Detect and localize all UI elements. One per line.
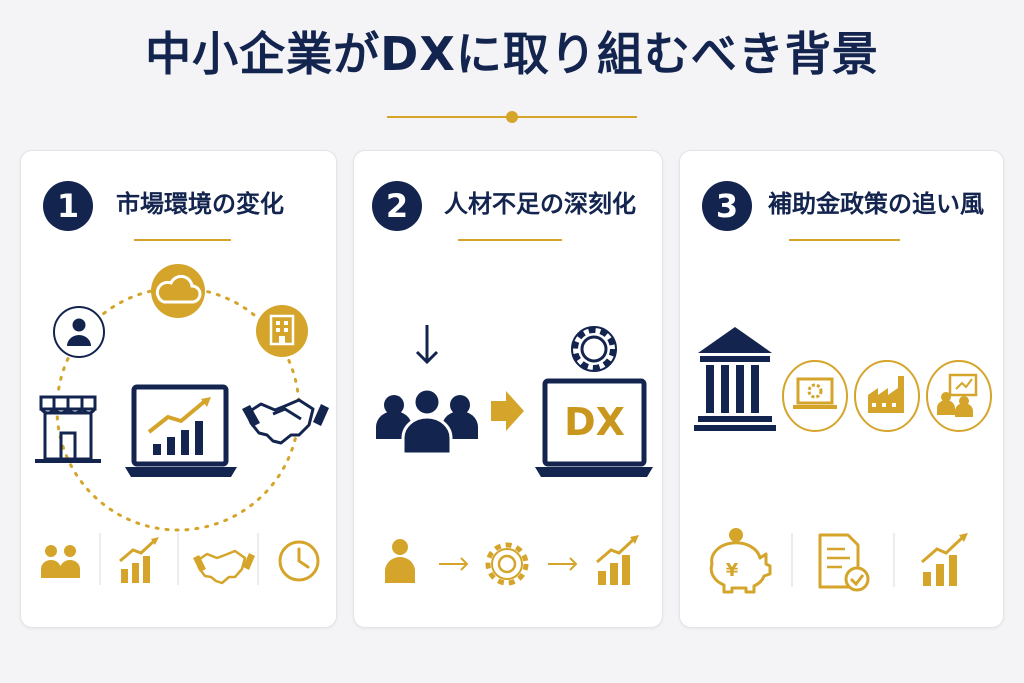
card-title: 市場環境の変化 (116, 190, 284, 218)
handshake-icon (242, 398, 329, 445)
down-arrow-icon (415, 325, 439, 365)
page-title: 中小企業がDXに取り組むべき背景 (145, 27, 879, 81)
card-title: 補助金政策の追い風 (768, 190, 984, 218)
right-arrow-icon (491, 391, 524, 431)
card-number: 2 (372, 181, 422, 231)
piggy-bank-yen-icon: ¥ (709, 528, 772, 594)
clock-icon (278, 540, 320, 582)
growth-chart-icon (596, 535, 639, 585)
arrow-right-icon (548, 557, 578, 571)
card-number: 3 (702, 181, 752, 231)
gear-icon (485, 542, 529, 586)
document-check-icon (818, 533, 870, 592)
dx-label: DX (564, 400, 625, 444)
gear-icon (571, 326, 617, 372)
factory-icon (854, 360, 920, 432)
title-divider (387, 111, 637, 123)
person-icon (385, 539, 415, 583)
store-icon (35, 395, 101, 463)
building-icon (256, 305, 308, 357)
laptop-dx-icon (535, 378, 653, 477)
card-market-change: 1 市場環境の変化 (20, 150, 337, 628)
cloud-icon (151, 264, 205, 318)
growth-chart-icon (921, 533, 968, 586)
card-title: 人材不足の深刻化 (444, 190, 636, 218)
consulting-icon (926, 360, 992, 432)
arrow-right-icon (439, 557, 469, 571)
growth-chart-icon (119, 537, 159, 583)
card-divider (134, 239, 231, 241)
card-talent-shortage: 2 人材不足の深刻化 (353, 150, 663, 628)
handshake-icon (193, 549, 255, 585)
team-icon (376, 387, 478, 456)
government-building-icon (694, 327, 776, 431)
laptop-growth-chart-icon (125, 384, 237, 477)
laptop-gear-icon (782, 360, 848, 432)
card-divider (789, 239, 900, 241)
card-divider (458, 239, 562, 241)
svg-text:¥: ¥ (726, 560, 739, 581)
people-icon (41, 545, 80, 578)
card-number: 1 (43, 181, 93, 231)
card-subsidy-policy: 3 補助金政策の追い風 (679, 150, 1004, 628)
person-icon (53, 306, 105, 358)
